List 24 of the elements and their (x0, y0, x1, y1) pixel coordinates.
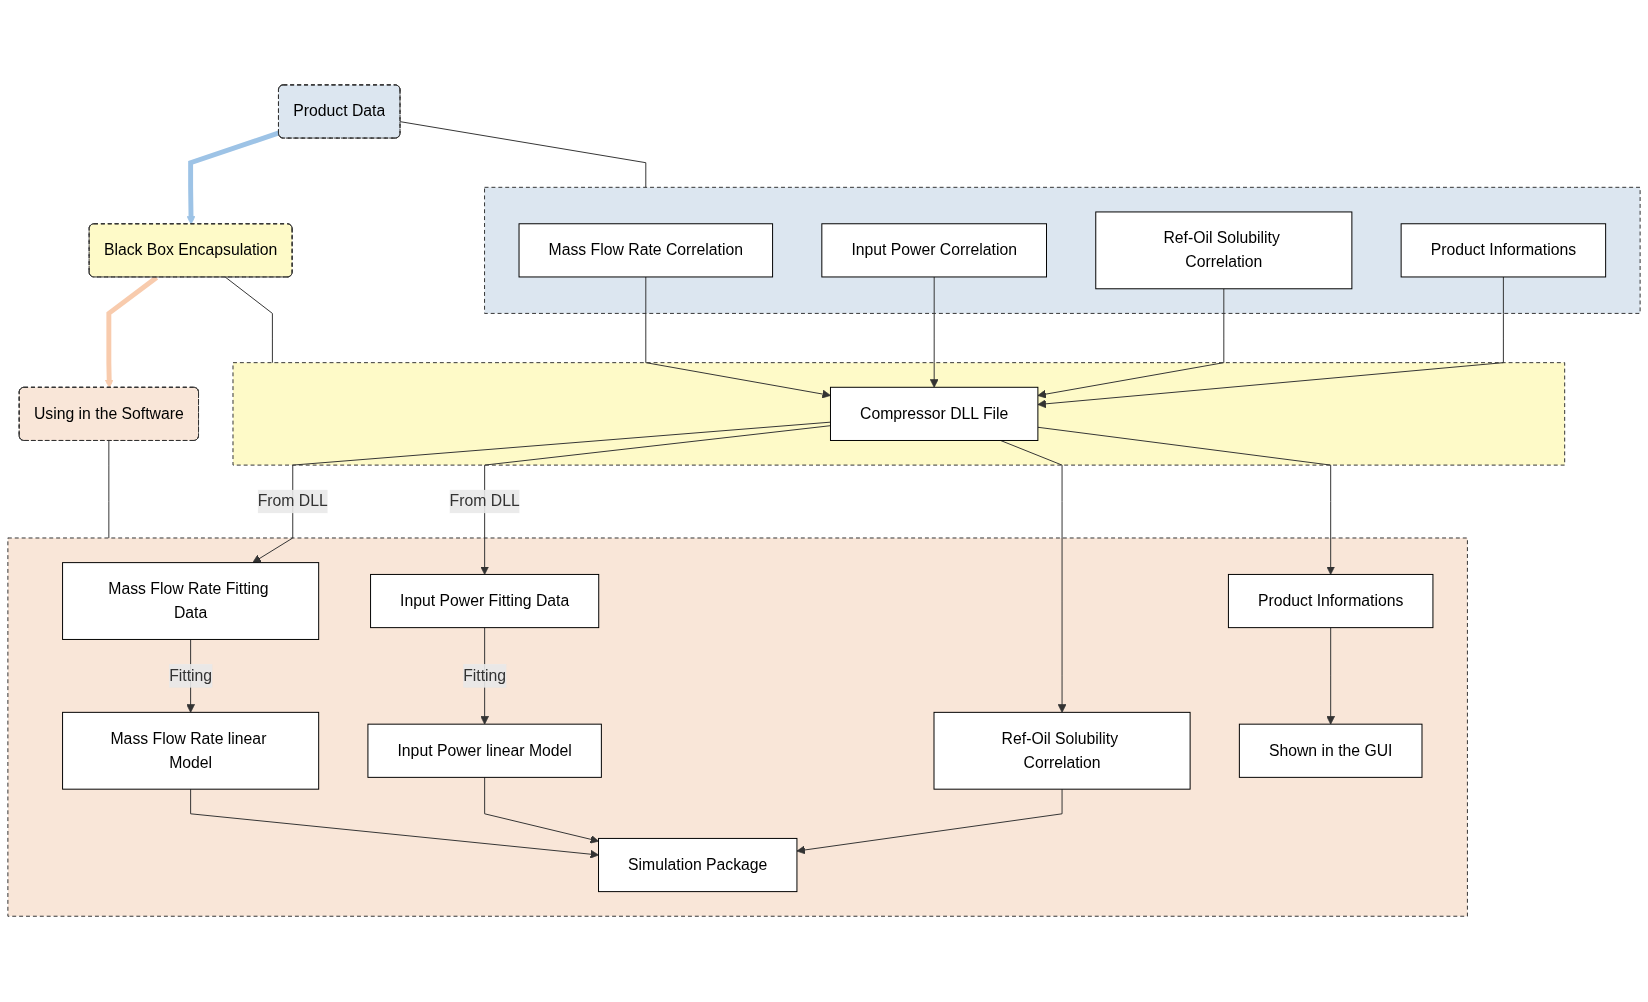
node-box: Ref-Oil Solubility Correlation (933, 712, 1191, 791)
cluster (232, 362, 1566, 467)
cluster (7, 537, 1468, 918)
node-box: Shown in the GUI (1238, 724, 1423, 779)
node-box: Input Power linear Model (367, 724, 602, 779)
node-box: Mass Flow Rate Fitting Data (62, 562, 320, 641)
node-box: Product Informations (1227, 574, 1434, 629)
connector (108, 440, 110, 539)
edge-label: From DLL (257, 493, 328, 510)
node-box: Compressor DLL File (829, 387, 1039, 442)
connector (224, 276, 273, 364)
node-box: Mass Flow Rate Correlation (518, 223, 774, 278)
node-box: Simulation Package (598, 838, 798, 893)
node-box: Input Power Fitting Data (370, 574, 600, 629)
node-box: Mass Flow Rate linear Model (62, 712, 320, 791)
edge-label: Fitting (463, 667, 507, 685)
cluster (484, 187, 1641, 315)
edge-label: From DLL (449, 493, 520, 510)
arrow (186, 131, 280, 226)
node-box: Ref-Oil Solubility Correlation (1095, 211, 1353, 290)
node-box: Input Power Correlation (821, 223, 1047, 278)
edge-label: Fitting (169, 667, 213, 685)
connector (399, 121, 647, 189)
node-box: Product Informations (1400, 223, 1607, 278)
